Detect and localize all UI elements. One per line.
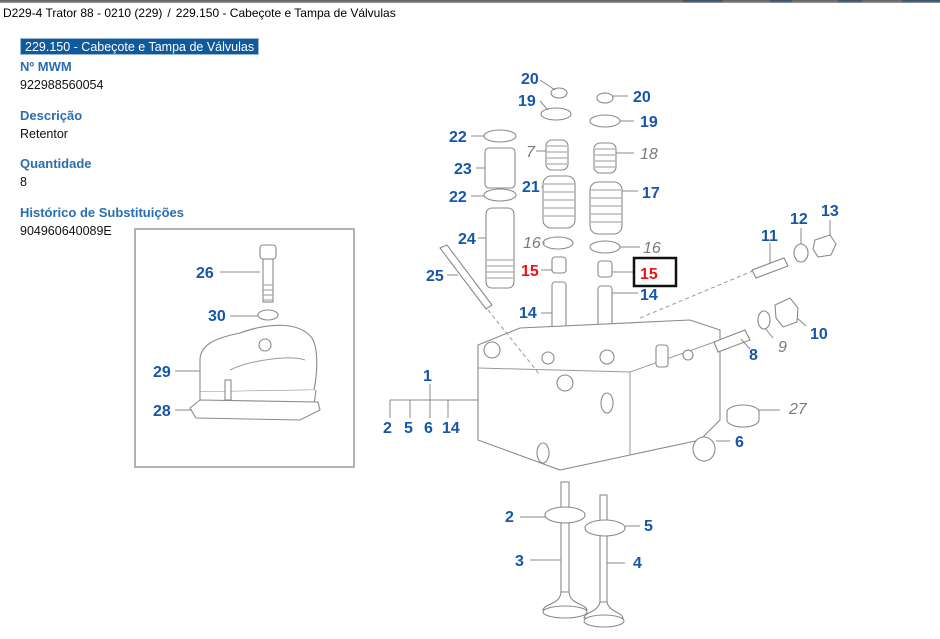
callout-2[interactable]: 2 xyxy=(505,509,514,526)
callout-15[interactable]: 15 xyxy=(521,263,539,280)
stud-8[interactable] xyxy=(713,329,751,353)
washer-9[interactable] xyxy=(757,310,771,330)
callout-29[interactable]: 29 xyxy=(153,364,171,381)
valve-seat-insert-5[interactable] xyxy=(584,519,626,537)
callout-group-5[interactable]: 5 xyxy=(404,420,413,437)
callout-25[interactable]: 25 xyxy=(426,268,444,285)
callout-6[interactable]: 6 xyxy=(735,434,744,451)
quantity-label: Quantidade xyxy=(20,156,92,171)
cut-off-tab xyxy=(838,0,862,2)
cut-off-tab xyxy=(770,0,792,2)
callout-28[interactable]: 28 xyxy=(153,403,171,420)
sleeve-23[interactable] xyxy=(484,147,516,189)
plug-27[interactable] xyxy=(726,404,760,428)
valve-cotter-20[interactable] xyxy=(550,87,568,99)
callout-14[interactable]: 14 xyxy=(519,305,537,322)
valve-cotter-20b[interactable] xyxy=(596,92,614,104)
inner-spring-18[interactable] xyxy=(593,142,617,174)
callout-22[interactable]: 22 xyxy=(449,129,467,146)
breadcrumb: D229-4 Trator 88 - 0210 (229) / 229.150 - … xyxy=(3,6,396,20)
callout-19b[interactable]: 19 xyxy=(640,114,658,131)
valve-guide-14[interactable] xyxy=(551,281,567,333)
tube-24[interactable] xyxy=(485,207,515,289)
valve-seal-15[interactable] xyxy=(551,256,567,274)
valve-3[interactable] xyxy=(542,481,588,619)
hose-clamp-22[interactable] xyxy=(483,129,517,143)
callout-5[interactable]: 5 xyxy=(644,518,653,535)
spring-seat-16b[interactable] xyxy=(589,240,621,254)
breadcrumb-item-model[interactable]: D229-4 Trator 88 - 0210 (229) xyxy=(3,6,163,20)
callout-15-selected[interactable]: 15 xyxy=(640,266,658,283)
stud-25[interactable] xyxy=(439,244,493,310)
spring-retainer-19[interactable] xyxy=(540,107,572,121)
callout-18[interactable]: 18 xyxy=(640,146,658,163)
description-value: Retentor xyxy=(20,127,68,141)
callout-24[interactable]: 24 xyxy=(458,231,476,248)
callout-9[interactable]: 9 xyxy=(778,339,787,356)
stud-11[interactable] xyxy=(751,257,789,279)
section-title: 229.150 - Cabeçote e Tampa de Válvulas xyxy=(20,38,260,55)
callouts: 20 19 20 19 22 23 22 7 18 21 17 24 16 16… xyxy=(383,71,839,572)
history-value: 904960640089E xyxy=(20,224,112,238)
callout-3[interactable]: 3 xyxy=(515,553,524,570)
callout-10[interactable]: 10 xyxy=(810,326,828,343)
valve-seat-insert-2[interactable] xyxy=(544,506,586,524)
callout-20[interactable]: 20 xyxy=(521,71,539,88)
washer-30[interactable] xyxy=(257,309,279,321)
nut-13[interactable] xyxy=(812,234,837,258)
spring-retainer-19b[interactable] xyxy=(589,114,621,128)
callout-30[interactable]: 30 xyxy=(208,308,226,325)
cylinder-head-1[interactable] xyxy=(477,319,721,471)
breadcrumb-separator: / xyxy=(167,6,171,20)
callout-1[interactable]: 1 xyxy=(423,368,432,385)
window-top-strip xyxy=(0,0,940,3)
callout-19[interactable]: 19 xyxy=(518,93,536,110)
spring-seat-16[interactable] xyxy=(542,236,574,250)
callout-27[interactable]: 27 xyxy=(788,401,808,418)
inner-spring-7[interactable] xyxy=(545,139,569,171)
callout-4[interactable]: 4 xyxy=(633,555,642,572)
callout-group-6[interactable]: 6 xyxy=(424,420,433,437)
callout-12[interactable]: 12 xyxy=(790,211,808,228)
callout-14b[interactable]: 14 xyxy=(640,287,658,304)
nut-10[interactable] xyxy=(774,297,799,328)
outer-spring-21[interactable] xyxy=(542,175,576,229)
callout-23[interactable]: 23 xyxy=(454,161,472,178)
gasket-28[interactable] xyxy=(189,399,321,421)
description-label: Descrição xyxy=(20,108,83,123)
valve-4[interactable] xyxy=(583,494,625,628)
cut-off-tab xyxy=(902,0,940,2)
washer-12[interactable] xyxy=(793,243,809,263)
callout-7[interactable]: 7 xyxy=(526,144,536,161)
callout-26[interactable]: 26 xyxy=(196,265,214,282)
callout-17[interactable]: 17 xyxy=(642,185,660,202)
callout-8[interactable]: 8 xyxy=(749,347,758,364)
seal-ring-6[interactable] xyxy=(692,436,716,462)
breadcrumb-item-section[interactable]: 229.150 - Cabeçote e Tampa de Válvulas xyxy=(175,6,396,20)
selected-item-frame xyxy=(632,256,678,288)
valve-cover-inset: 26 30 29 28 xyxy=(134,228,355,468)
cut-off-tab xyxy=(683,0,723,2)
callout-group-2[interactable]: 2 xyxy=(383,420,392,437)
mwm-number-label: Nº MWM xyxy=(20,59,72,74)
callout-11[interactable]: 11 xyxy=(761,228,778,245)
mwm-number-value: 922988560054 xyxy=(20,78,104,92)
leader-lines xyxy=(389,79,831,564)
callout-group-14[interactable]: 14 xyxy=(442,420,460,437)
callout-22b[interactable]: 22 xyxy=(449,189,467,206)
callout-20b[interactable]: 20 xyxy=(633,89,651,106)
callout-16[interactable]: 16 xyxy=(523,235,541,252)
callout-13[interactable]: 13 xyxy=(821,203,839,220)
valve-seal-15b[interactable] xyxy=(597,260,613,278)
bolt-26[interactable] xyxy=(259,244,277,303)
callout-21[interactable]: 21 xyxy=(522,179,540,196)
hose-clamp-22b[interactable] xyxy=(483,188,517,202)
callout-16b[interactable]: 16 xyxy=(643,240,661,257)
quantity-value: 8 xyxy=(20,175,27,189)
history-label: Histórico de Substituições xyxy=(20,205,184,220)
outer-spring-17[interactable] xyxy=(589,181,623,235)
